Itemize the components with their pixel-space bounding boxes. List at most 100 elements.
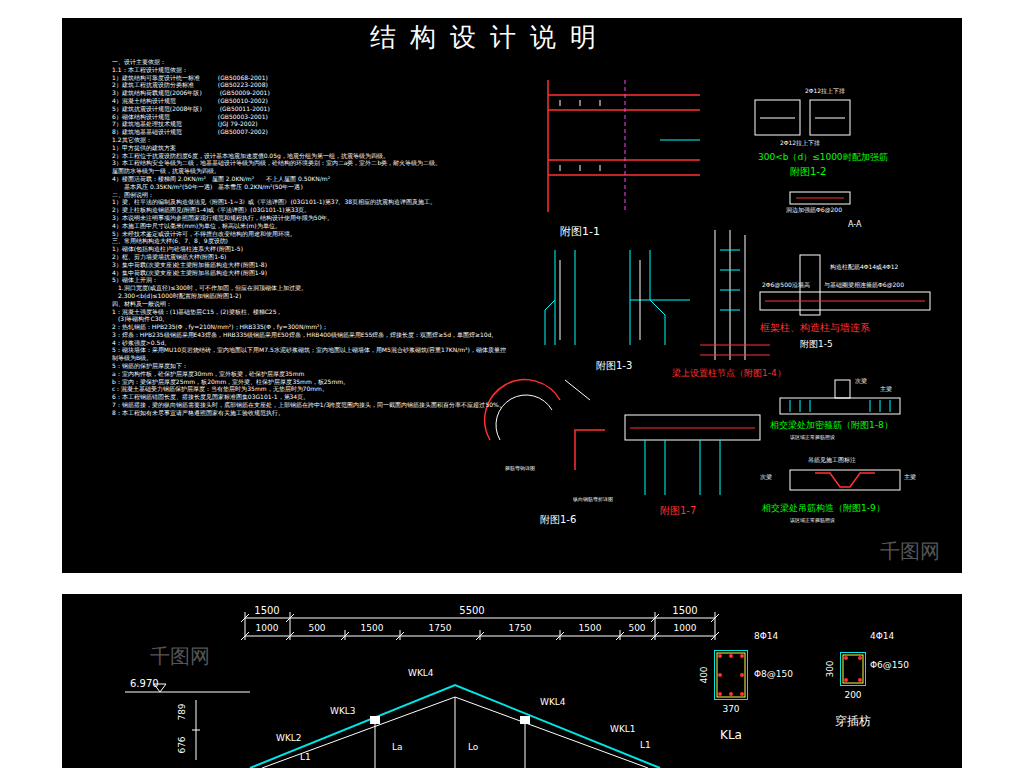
drawing-label: 300<b（d）≤1000时配加强筋 [758, 152, 888, 162]
note-line: 屋面防水等级为一级，抗震等级为四级。 [112, 167, 507, 175]
drawing-label: Φ6@150 [870, 660, 909, 670]
drawing-label: 370 [722, 704, 739, 714]
drawing-label: 箍筋弯钩详图 [505, 466, 535, 472]
drawing-label: 8Φ14 [754, 631, 778, 641]
drawing-label: 千图网 [880, 540, 940, 563]
drawing-label: A-A [848, 220, 861, 229]
note-line: 8）建筑地基基础设计规范 (GB50007-2002) [112, 128, 507, 136]
note-line: b：室内：梁保护层厚度25mm，板20mm，室外梁、柱保护层厚度35mm，板25… [112, 378, 507, 386]
note-line: 二、图例说明： [112, 191, 507, 199]
note-line: 5：砌块墙体：采用MU10页岩烧结砖，室内地面以下用M7.5水泥砂浆砌筑；室内地… [112, 346, 507, 362]
note-line: 2：热轧钢筋：HPB235(Φ，fy=210N/mm²)；HRB335(Φ，fy… [112, 323, 507, 331]
drawing-label: 该区域正常箍筋照设 [790, 518, 835, 524]
dimension-lines [241, 612, 719, 640]
note-line: 1.洞口宽度(或直径)≤300时，可不作加固，但应在洞顶砌体上加过梁。 [112, 284, 507, 292]
drawing-label: 附图1-1 [560, 226, 600, 239]
note-line: 1）砌体(包括构造柱)与砼墙柱连系大样(附图1-5) [112, 245, 507, 253]
drawing-label: 789 [177, 703, 187, 720]
drawing-label: 2Φ12拉上下排 [805, 88, 845, 95]
drawing-label: 1500 [672, 605, 697, 617]
drawing-label: 该区域正常箍筋照设 [790, 435, 835, 441]
drawing-label: 1500 [579, 623, 602, 633]
note-line: 基本风压 0.35KN/m²(50年一遇) 基本雪压 0.2KN/m²(50年一… [112, 183, 507, 191]
note-line: 3）本说明未注明事项均参照国家现行规范和规程执行，结构设计使用年限为50年。 [112, 214, 507, 222]
figure-1-1 [548, 80, 700, 212]
note-line: 8：本工程如有未尽事宜请严格遵照国家有关施工验收规范执行。 [112, 409, 507, 417]
bottom-panel [62, 594, 962, 768]
drawing-label: 吊筋见施工图标注 [808, 457, 856, 464]
note-line: 3）建筑结构荷载规范(2006年版) (GB50009-2001) [112, 89, 507, 97]
note-line: 5）砌体上开洞： [112, 276, 507, 284]
figure-1-8 [780, 380, 900, 414]
drawing-label: 主梁 [880, 386, 892, 393]
drawing-label: La [392, 742, 403, 752]
note-line: 4）本施工图中尺寸以毫米(mm)为单位，标高以米(m)为单位。 [112, 222, 507, 230]
note-line: 四、材料及一般说明： [112, 300, 507, 308]
section-stirrups [717, 653, 863, 697]
drawing-label: 附图1-6 [540, 514, 576, 526]
drawing-label: 1000 [256, 623, 279, 633]
note-line: 2）梁上柱板构造钢筋图见(附图1-4)或《平法详图》(03G101-1)第33页… [112, 206, 507, 214]
drawing-label: 次梁 [855, 378, 867, 385]
design-notes: 一、设计主要依据：1.1：本工程设计规范依据：1）建筑结构可靠度设计统一标准 (… [112, 58, 507, 417]
drawing-label: 4Φ14 [870, 631, 894, 641]
note-line: 5：钢筋的保护层厚度如下： [112, 362, 507, 370]
note-line: 5）未经技术鉴定或设计许可，不得擅自改变结构的用途和使用环境。 [112, 230, 507, 238]
note-line: 4）混凝土结构设计规范 (GB50010-2002) [112, 97, 507, 105]
drawing-label: 500 [308, 623, 325, 633]
drawing-label: WKL3 [330, 706, 356, 716]
note-line: 1：混凝土强度等级：(1)基础垫层C15，(2)梁板柱、楼梯C25， [112, 308, 507, 316]
drawing-label: WKL1 [610, 724, 636, 734]
drawing-label: WKL2 [276, 733, 302, 743]
note-line: 1）梁、柱平法的编制及构造做法见《附图1-1~3》或《平法详图》(03G101-… [112, 198, 507, 206]
drawing-label: 纵向钢筋弯折详图 [573, 497, 613, 503]
drawing-label: WKL4 [408, 668, 434, 678]
figure-1-5 [760, 255, 930, 315]
note-line: 2.300<b(d)≤1000时配置附加钢筋(附图1-2) [112, 292, 507, 300]
drawing-label: 400 [699, 666, 709, 683]
beam-section: KLa [714, 650, 748, 700]
note-line: 4：砂浆强度>0.5d。 [112, 339, 507, 347]
drawing-label: WKL4 [540, 697, 566, 707]
top-panel [62, 18, 962, 573]
drawing-label: 千图网 [150, 645, 210, 668]
level-mark [125, 684, 250, 760]
drawing-label: 附图1-3 [596, 360, 632, 372]
drawing-label: 次梁 [760, 474, 772, 481]
note-line: 3）集中荷载(次梁支座)处主梁附加箍筋构造大样(附图1-8) [112, 261, 507, 269]
note-line: c：混凝土基础受力钢筋保护层厚度：当有垫层时为35mm，无垫层时为70mm。 [112, 385, 507, 393]
note-line: 4）楼面活荷载：楼梯间 2.0KN/m² 屋面 2.0KN/m² 不上人屋面 0… [112, 175, 507, 183]
note-line: (3)等砌构件C30。 [112, 315, 507, 323]
note-line: 2）建筑工程抗震设防分类标准 (GB50223-2008) [112, 81, 507, 89]
note-line: 3：焊条：HPB235级钢筋采用E43焊条，HRB335级钢筋采用E50焊条，H… [112, 331, 507, 339]
beam-section: 穿插枋 [840, 652, 866, 686]
sheet-title: 结构设计说明 [370, 20, 610, 55]
figure-1-7 [625, 415, 760, 495]
drawing-label: 200 [844, 690, 861, 700]
drawing-label: 5500 [459, 605, 484, 617]
figure-1-6 [485, 380, 605, 470]
note-line: 4）集中荷载(次梁支座)处主梁附加吊筋构造大样(附图1-9) [112, 269, 507, 277]
section-name: KLa [720, 728, 742, 742]
note-line: 1）建筑结构可靠度设计统一标准 (GB50068-2001) [112, 74, 507, 82]
drawing-label: Lo [468, 742, 478, 752]
drawing-label: 2Φ6@500沿墙高 [762, 282, 810, 289]
note-line: 3）本工程结构安全等级为二级，地基基础设计等级为丙级，砼结构的环境类别：室内二a… [112, 159, 507, 167]
drawing-label: 300 [825, 660, 835, 677]
drawing-label: L1 [640, 740, 651, 750]
drawing-label: 构造柱配筋4Φ14或4Φ12 [830, 264, 898, 271]
drawing-label: 相交梁处加密箍筋（附图1-8） [770, 420, 893, 430]
drawing-label: 676 [177, 736, 187, 753]
figure-1-3 [545, 250, 690, 345]
note-line: 7：钢筋搭接，梁的纵向钢筋需要接头时，底部钢筋在支座处，上部钢筋在跨中1/3跨度… [112, 401, 507, 409]
note-line: 6：本工程钢筋锚固长度、搭接长度见国家标准图集03G101-1，第34页。 [112, 393, 507, 401]
note-line: a：室内构件板，砼保护层厚度30mm，室外板梁，砼保护层厚度35mm [112, 370, 507, 378]
drawing-label: 6.970 [130, 678, 159, 690]
note-line: 5）建筑抗震设计规范(2008年版) (GB50011-2001) [112, 105, 507, 113]
figure-1-9 [790, 470, 900, 490]
roof-elevation [250, 685, 660, 768]
drawing-label: 主梁 [904, 474, 916, 481]
drawing-label: L1 [300, 752, 311, 762]
drawing-label: 1750 [509, 623, 532, 633]
